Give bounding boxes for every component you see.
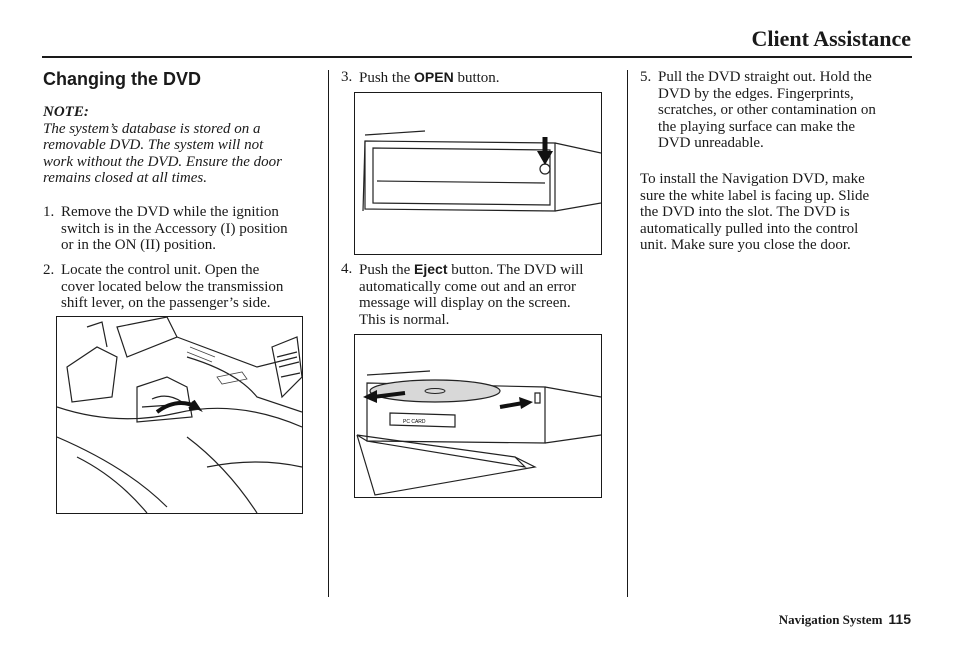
- step-line: scratches, or other contamination on: [658, 102, 876, 118]
- pc-card-label: PC CARD: [403, 419, 426, 425]
- page-footer: Navigation System 115: [779, 611, 911, 628]
- note-line: The system’s database is stored on a: [43, 120, 261, 137]
- step-line: This is normal.: [359, 311, 450, 328]
- step-line: switch is in the Accessory (I) position: [61, 220, 288, 237]
- step-text: Push the: [359, 262, 415, 278]
- step-line: Locate the control unit. Open the: [61, 262, 260, 278]
- unit-eject-illustration: PC CARD: [356, 370, 602, 496]
- unit-open-illustration: [362, 130, 602, 212]
- install-line: unit. Make sure you close the door.: [640, 237, 851, 253]
- install-line: sure the white label is facing up. Slide: [640, 187, 870, 204]
- step-line: automatically come out and an error: [359, 278, 576, 295]
- step-number: 1.: [43, 204, 55, 220]
- install-line: the DVD into the slot. The DVD is: [640, 204, 850, 220]
- open-key-label: OPEN: [414, 69, 454, 85]
- step-number: 3.: [341, 69, 353, 85]
- step-number: 5.: [640, 69, 652, 85]
- step-text: Push the: [359, 70, 415, 86]
- note-label: NOTE:: [43, 104, 89, 120]
- left-arrow-icon: [363, 390, 377, 403]
- step-line: the playing surface can make the: [658, 118, 855, 135]
- step-line: message will display on the screen.: [359, 295, 571, 311]
- page-number: 115: [888, 611, 911, 627]
- note-line: work without the DVD. Ensure the door: [43, 153, 283, 170]
- column-divider-2: [627, 70, 628, 597]
- step-number: 2.: [43, 262, 55, 278]
- step-line: or in the ON (II) position.: [61, 237, 216, 253]
- figure-eject-dvd: PC CARD: [354, 334, 602, 498]
- open-arrow-icon: [155, 399, 203, 414]
- console-illustration: [56, 316, 303, 514]
- section-title: Changing the DVD: [43, 69, 201, 89]
- open-button-icon: [539, 163, 551, 175]
- footer-label: Navigation System: [778, 612, 883, 627]
- down-arrow-icon: [537, 151, 553, 165]
- step-line: shift lever, on the passenger’s side.: [61, 295, 271, 311]
- note-block: NOTE: The system’s database is stored on…: [43, 104, 323, 187]
- step-text: button. The DVD will: [447, 262, 584, 278]
- right-arrow-icon: [519, 397, 533, 409]
- column-divider-1: [328, 70, 329, 597]
- step-line: cover located below the transmission: [61, 278, 284, 295]
- note-line: removable DVD. The system will not: [43, 137, 264, 153]
- step-line: Remove the DVD while the ignition: [61, 204, 279, 220]
- step-text: button.: [453, 70, 500, 86]
- install-line: To install the Navigation DVD, make: [640, 171, 865, 187]
- header-rule: [42, 56, 912, 58]
- page-header-title: Client Assistance: [751, 26, 912, 51]
- install-line: automatically pulled into the control: [640, 220, 859, 237]
- step-line: Pull the DVD straight out. Hold the: [658, 69, 872, 85]
- install-paragraph: To install the Navigation DVD, make sure…: [640, 171, 912, 254]
- step-line: DVD by the edges. Fingerprints,: [658, 85, 854, 102]
- figure-console-cover: [56, 316, 303, 514]
- dvd-disc-icon: [369, 379, 501, 403]
- step-line: DVD unreadable.: [658, 135, 764, 151]
- note-line: remains closed at all times.: [43, 170, 208, 186]
- step-number: 4.: [341, 261, 353, 277]
- eject-key-label: Eject: [414, 261, 448, 277]
- figure-open-button: [354, 92, 602, 255]
